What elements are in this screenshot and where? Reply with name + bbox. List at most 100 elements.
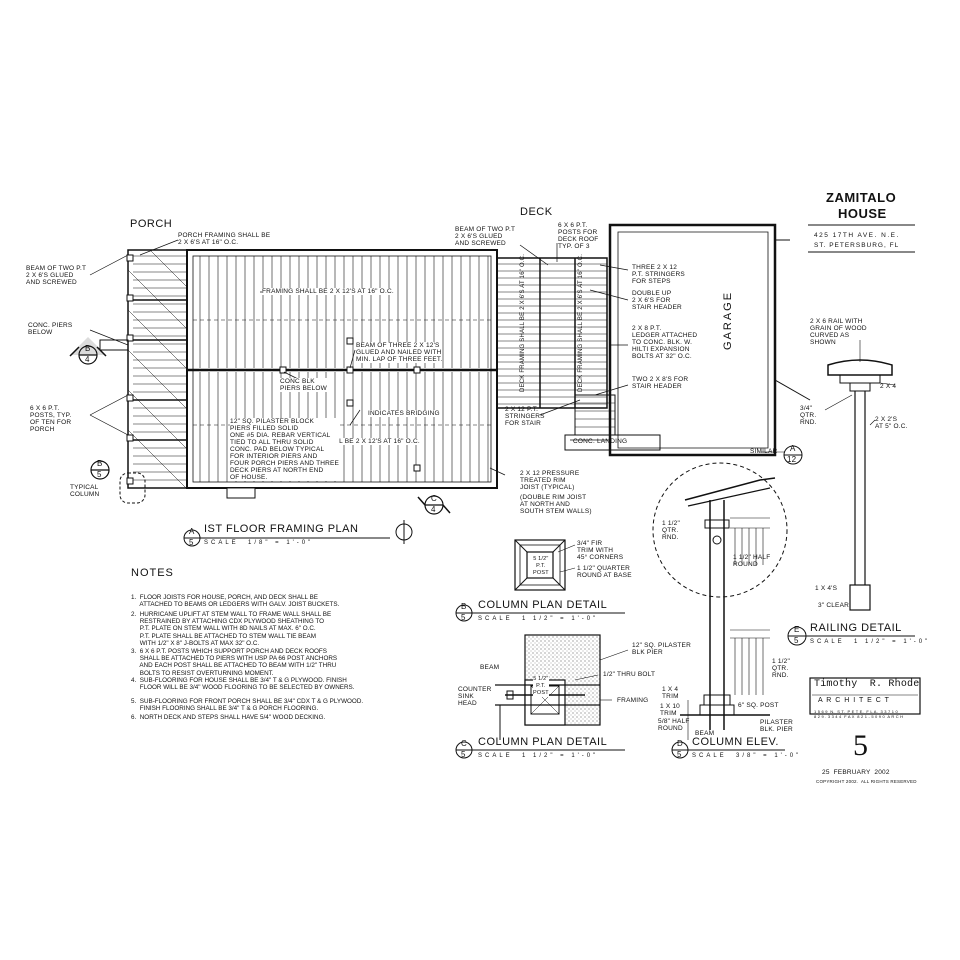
deck-framing-1-label: DECK FRAMING SHALL BE 2 X 6'S AT 16" O.C… [520, 253, 526, 392]
marker-b4-letter: B [85, 344, 91, 353]
col-b-scale: SCALE 1 1/2" = 1'-0" [478, 616, 599, 622]
rail-qtr-rnd: 3/4" QTR. RND. [800, 405, 817, 426]
col-b-trim: 3/4" FIR TRIM WITH 45° CORNERS [577, 540, 624, 561]
architect-address-line2: 8 2 9 . 3 3 4 4 F A X 8 2 1 - 5 0 9 0 A … [814, 714, 904, 719]
elev-beam: BEAM [695, 730, 715, 737]
double-up-label: DOUBLE UP 2 X 6'S FOR STAIR HEADER [632, 290, 682, 311]
note-item: 6. NORTH DECK AND STEPS SHALL HAVE 5/4" … [131, 714, 326, 721]
conc-landing-label: CONC. LANDING [573, 438, 628, 445]
elev-sq-post: 6" SQ. POST [738, 702, 779, 709]
elev-half-round-58: 5/8" HALF ROUND [658, 718, 690, 732]
rail-2x4: 2 X 4 [880, 383, 897, 390]
sheet-date: 25 FEBRUARY 2002 [822, 769, 890, 776]
architect-title: A R C H I T E C T [818, 697, 890, 704]
rail-clear: 3" CLEAR [818, 602, 850, 609]
note-item: 1. FLOOR JOISTS FOR HOUSE, PORCH, AND DE… [131, 594, 340, 609]
project-address-line2: ST. PETERSBURG, FL [814, 242, 900, 249]
col-b-quarter-round: 1 1/2" QUARTER ROUND AT BASE [577, 565, 632, 579]
framing-plan-scale: SCALE 1/8" = 1'-0" [204, 540, 314, 546]
indicates-bridging-label: INDICATES BRIDGING [368, 410, 440, 417]
elev-qtr-rnd: 1 1/2" QTR. RND. [662, 520, 680, 541]
rail-label: 2 X 6 RAIL WITH GRAIN OF WOOD CURVED AS … [810, 318, 867, 346]
elev-title: COLUMN ELEV. [692, 736, 779, 748]
deck-outline [496, 257, 608, 409]
rim-joist-label: 2 X 12 PRESSURE TREATED RIM JOIST (TYPIC… [520, 470, 580, 491]
elev-scale: SCALE 3/8" = 1'-0" [692, 753, 802, 759]
framing-plan-title: IST FLOOR FRAMING PLAN [204, 523, 359, 535]
col-c-counter-sink: COUNTER SINK HEAD [458, 686, 492, 707]
garage-header: GARAGE [722, 290, 734, 350]
note-item: 4. SUB-FLOORING FOR HOUSE SHALL BE 3/4" … [131, 677, 355, 692]
architect-name: Timothy R. Rhode [814, 679, 920, 690]
beam-two-pt-label: BEAM OF TWO P.T 2 X 6'S GLUED AND SCREWE… [26, 265, 87, 286]
deck-posts-label: 6 X 6 P.T. POSTS FOR DECK ROOF TYP. OF 3 [558, 222, 599, 250]
stringers-stair-label: 2 X 12 P.T. STRINGERS FOR STAIR [505, 406, 545, 427]
elev-marker-sheet: 5 [677, 750, 682, 759]
col-b-post: 5 1/2" P.T. POST [533, 556, 549, 577]
framing-plan-marker-letter: A [189, 527, 195, 536]
col-c-thru-bolt: 1/2" THRU BOLT [603, 671, 656, 678]
posts-typ-label: 6 X 6 P.T. POSTS, TYP. OF TEN FOR PORCH [30, 405, 72, 433]
deck-header: DECK [520, 206, 553, 218]
col-c-title: COLUMN PLAN DETAIL [478, 736, 608, 748]
elev-marker-letter: D [677, 739, 683, 748]
elev-qtr-rnd-2: 1 1/2" QTR. RND. [772, 658, 790, 679]
project-name-line2: HOUSE [838, 206, 887, 221]
marker-b5-sheet: 5 [97, 470, 102, 479]
col-c-marker-letter: C [461, 739, 467, 748]
double-rim-label: (DOUBLE RIM JOIST AT NORTH AND SOUTH STE… [520, 494, 592, 515]
marker-c4-sheet: 4 [431, 505, 436, 514]
similar-label: SIMILAR [750, 448, 778, 455]
notes-heading: NOTES [131, 567, 174, 579]
porch-framing-label: PORCH FRAMING SHALL BE 2 X 6'S AT 16" O.… [178, 232, 271, 246]
col-c-beam: BEAM [480, 664, 500, 671]
col-c-pilaster: 12" SQ. PILASTER BLK PIER [632, 642, 691, 656]
porch-header: PORCH [130, 218, 173, 230]
beam-two-deck-label: BEAM OF TWO P.T 2 X 6'S GLUED AND SCREWE… [455, 226, 516, 247]
elev-trim-1x10: 1 X 10 TRIM [660, 703, 680, 717]
garage-outline [608, 223, 777, 457]
marker-a12-letter: A [790, 444, 796, 453]
copyright: COPYRIGHT 2002. ALL RIGHTS RESERVED [816, 779, 917, 784]
rail-marker-sheet: 5 [794, 636, 799, 645]
col-c-marker-sheet: 5 [461, 750, 466, 759]
deck-framing-2-label: DECK FRAMING SHALL BE 2 X 6'S AT 16" O.C… [578, 253, 584, 392]
rail-2x2s: 2 X 2'S AT 5" O.C. [875, 416, 908, 430]
pilaster-block-label: 12" SQ. PILASTER BLOCK PIERS FILLED SOLI… [230, 418, 340, 481]
note-item: 5. SUB-FLOORING FOR FRONT PORCH SHALL BE… [131, 698, 364, 713]
framing-plan-marker-sheet: 5 [189, 538, 194, 547]
elev-half-round: 1 1/2" HALF ROUND [733, 554, 771, 568]
beam-three-label: BEAM OF THREE 2 X 12'S GLUED AND NAILED … [356, 342, 443, 363]
note-item: 3. 6 X 6 P.T. POSTS WHICH SUPPORT PORCH … [131, 648, 338, 677]
sheet-number: 5 [853, 729, 869, 762]
col-b-marker-letter: B [461, 602, 467, 611]
marker-a12-sheet: 12 [787, 455, 797, 464]
two-2x8-label: TWO 2 X 8'S FOR STAIR HEADER [632, 376, 689, 390]
three-stringers-label: THREE 2 X 12 P.T. STRINGERS FOR STEPS [632, 264, 685, 285]
col-b-marker-sheet: 5 [461, 613, 466, 622]
ledger-label: 2 X 8 P.T. LEDGER ATTACHED TO CONC. BLK.… [632, 325, 698, 360]
porch-outline [127, 249, 188, 489]
marker-b5-letter: B [97, 459, 103, 468]
conc-piers-label: CONC. PIERS BELOW [28, 322, 73, 336]
project-name-line1: ZAMITALO [826, 190, 897, 205]
rail-scale: SCALE 1 1/2" = 1'-0" [810, 639, 931, 645]
elev-pilaster-pier: PILASTER BLK. PIER [760, 719, 794, 733]
elev-trim-1x4: 1 X 4 TRIM [662, 686, 679, 700]
rail-1x4s: 1 X 4'S [815, 585, 838, 592]
typical-column-label: TYPICAL COLUMN [70, 484, 100, 498]
col-b-title: COLUMN PLAN DETAIL [478, 599, 608, 611]
col-c-framing: FRAMING [617, 697, 649, 704]
architect-address-line1: 1 5 6 9 N. S T. P E T E. F L A. 3 3 7 1 … [814, 709, 898, 714]
marker-b4-sheet: 4 [85, 355, 90, 364]
rail-title: RAILING DETAIL [810, 622, 902, 634]
col-c-post: 5 1/2" P.T. POST [533, 676, 549, 697]
conc-blk-label: CONC BLK PIERS BELOW [280, 378, 327, 392]
framing-2x12-label: FRAMING SHALL BE 2 X 12'S AT 16" O.C. [262, 288, 394, 295]
rail-marker-letter: E [794, 625, 800, 634]
note-item: 2. HURRICANE UPLIFT AT STEM WALL TO FRAM… [131, 611, 332, 647]
marker-c4-letter: C [431, 494, 437, 503]
project-address-line1: 425 17th AVE. N.E. [814, 232, 900, 239]
